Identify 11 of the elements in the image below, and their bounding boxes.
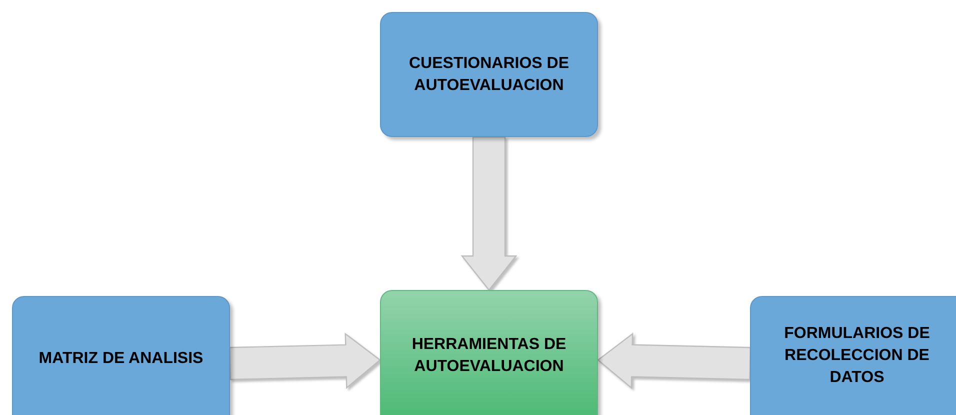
process-box: [380, 12, 598, 137]
process-box: [380, 290, 598, 415]
box-label: CUESTIONARIOS DE AUTOEVALUACION: [408, 54, 570, 96]
block-arrow: [597, 332, 751, 390]
block-arrow: [229, 332, 381, 390]
block-arrow: [460, 136, 518, 291]
box-label: HERRAMIENTAS DE AUTOEVALUACION: [410, 334, 568, 376]
box-label: FORMULARIOS DE RECOLECCION DE DATOS: [783, 324, 931, 388]
process-box: [12, 296, 230, 415]
process-box: [750, 296, 956, 415]
box-label: MATRIZ DE ANALISIS: [38, 348, 204, 368]
